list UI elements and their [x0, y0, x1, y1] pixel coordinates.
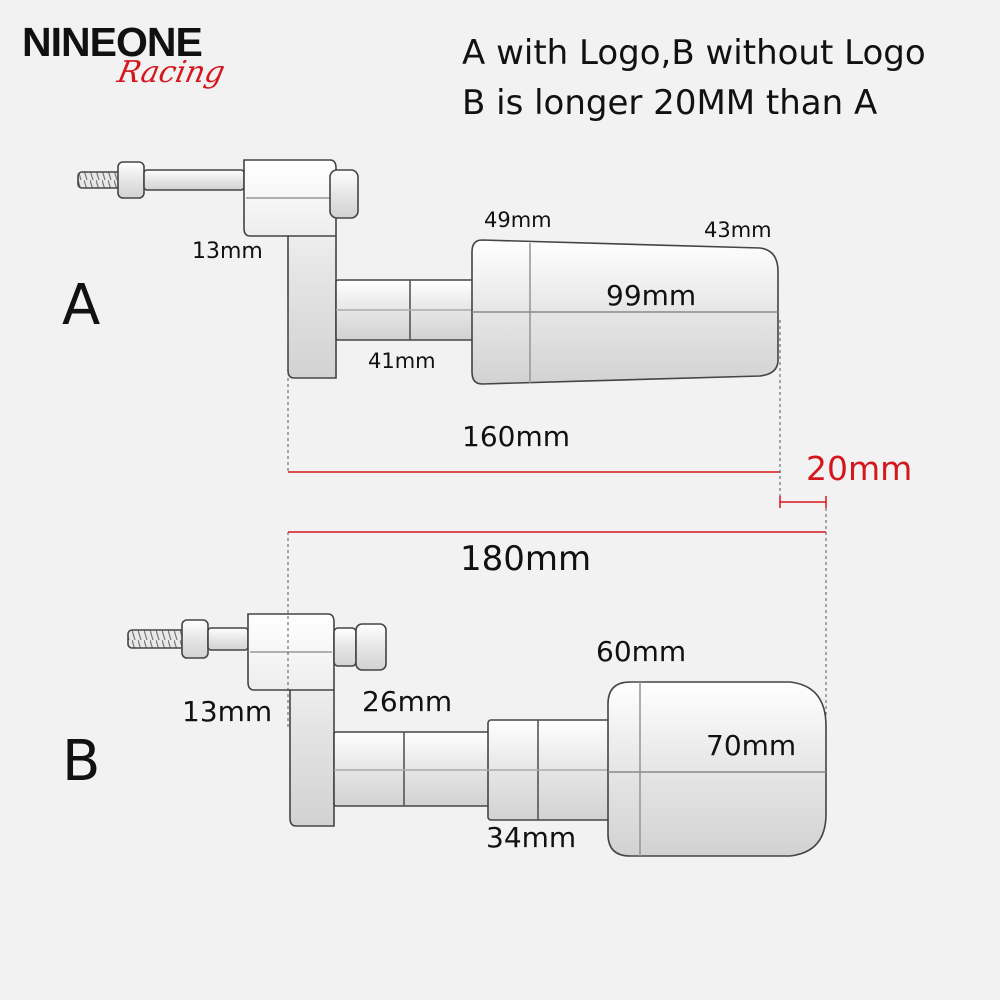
part-b-drawing	[127, 613, 827, 857]
part-b-slider-diameter-dim: 60mm	[596, 635, 687, 668]
part-a-bracket-dim: 13mm	[192, 239, 263, 264]
part-b-nut	[333, 627, 357, 667]
part-a-nut	[329, 169, 359, 219]
part-a-slider-end-dim: 43mm	[704, 218, 772, 242]
part-a-total-dim: 160mm	[462, 420, 570, 453]
part-a-slider-front-dim: 49mm	[484, 208, 552, 232]
part-b-bolt	[127, 619, 249, 659]
part-b-spacer	[333, 731, 491, 807]
part-b-spacer-length-dim: 26mm	[362, 685, 453, 718]
part-b-dimension-lines	[287, 508, 827, 730]
part-a-dimension-lines	[287, 300, 827, 508]
part-a-drawing	[77, 159, 779, 385]
headline-line-2: B is longer 20MM than A	[462, 83, 878, 123]
part-b-bracket-dim: 13mm	[182, 695, 273, 728]
difference-dim: 20mm	[806, 449, 913, 488]
part-a-bolt	[77, 161, 245, 199]
part-b-spacer-diameter-dim: 34mm	[486, 821, 577, 854]
part-a-slider-length-dim: 99mm	[606, 279, 697, 312]
headline-line-1: A with Logo,B without Logo	[462, 33, 926, 73]
part-a-bracket	[243, 159, 337, 379]
part-b-bracket	[247, 613, 335, 827]
part-a-spacer-dim: 41mm	[368, 349, 436, 373]
part-b-label: B	[62, 729, 101, 794]
part-a-label: A	[62, 273, 101, 338]
part-b-slider-length-dim: 70mm	[706, 729, 797, 762]
brand-logo: NINEONE	[22, 19, 203, 65]
part-b-total-dim: 180mm	[460, 539, 592, 579]
part-b-slider	[607, 681, 827, 857]
